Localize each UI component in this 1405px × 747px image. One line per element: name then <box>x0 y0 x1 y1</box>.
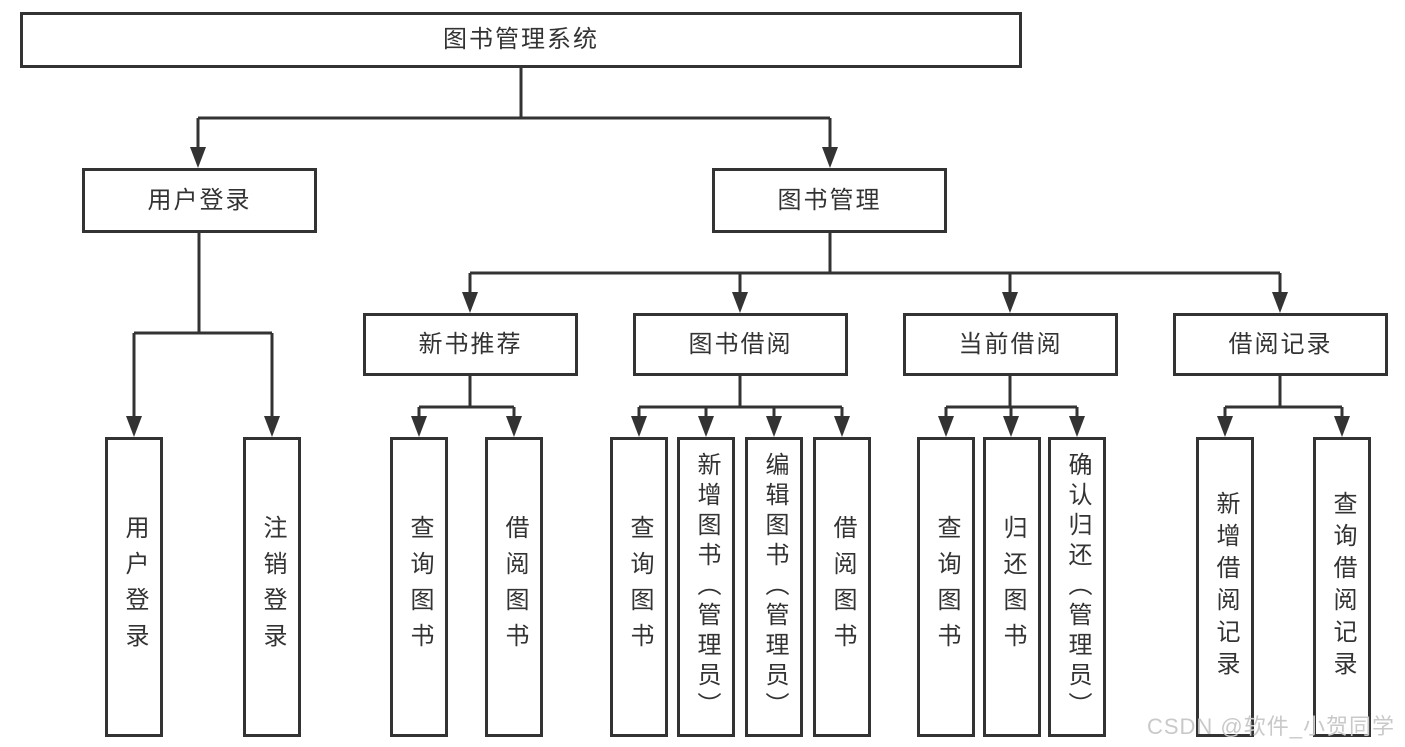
node-add-borrow-record: 新增借阅记录 <box>1196 437 1254 737</box>
node-book-management: 图书管理 <box>712 168 947 233</box>
node-borrow-books-recommend: 借阅图书 <box>485 437 543 737</box>
node-library-management-system: 图书管理系统 <box>20 12 1022 68</box>
node-borrowing-records: 借阅记录 <box>1173 313 1388 376</box>
node-new-book-recommendation: 新书推荐 <box>363 313 578 376</box>
node-login: 用户登录 <box>105 437 163 737</box>
node-book-borrowing: 图书借阅 <box>633 313 848 376</box>
node-add-books-admin: 新增图书（管理员） <box>677 437 735 737</box>
node-borrow-books-borrow: 借阅图书 <box>813 437 871 737</box>
node-user-login: 用户登录 <box>82 168 317 233</box>
arrowheads <box>126 147 1350 437</box>
node-edit-books-admin: 编辑图书（管理员） <box>745 437 803 737</box>
node-logout: 注销登录 <box>243 437 301 737</box>
node-confirm-return-admin: 确认归还（管理员） <box>1048 437 1106 737</box>
node-query-books-current: 查询图书 <box>917 437 975 737</box>
node-current-borrowing: 当前借阅 <box>903 313 1118 376</box>
node-return-books: 归还图书 <box>983 437 1041 737</box>
node-query-books-borrow: 查询图书 <box>610 437 668 737</box>
watermark: CSDN @软件_小贺同学 <box>1146 714 1395 739</box>
node-query-books-recommend: 查询图书 <box>390 437 448 737</box>
node-query-borrow-record: 查询借阅记录 <box>1313 437 1371 737</box>
